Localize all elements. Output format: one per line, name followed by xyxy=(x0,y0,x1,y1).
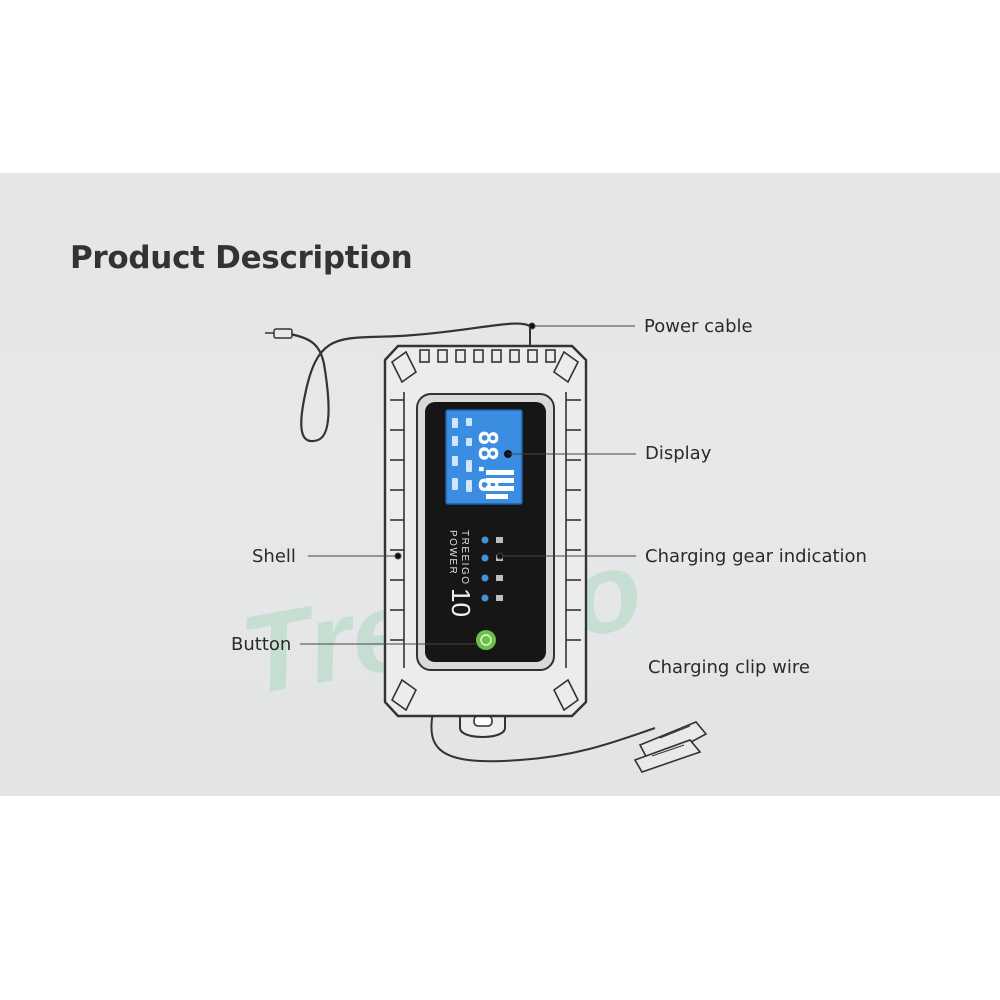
brand-subline: POWER xyxy=(447,530,458,575)
brand-name: TREEIGO xyxy=(459,530,470,586)
shell-label: Shell xyxy=(252,546,296,567)
model-number: 10 xyxy=(446,588,476,617)
clip-wire-label: Charging clip wire xyxy=(648,657,810,678)
charging-gear-label: Charging gear indication xyxy=(645,546,867,567)
button-label: Button xyxy=(231,634,292,655)
lcd-display: 88.8 xyxy=(445,409,523,505)
lcd-digits: 88.8 xyxy=(472,430,502,493)
display-label: Display xyxy=(645,443,712,464)
power-cable xyxy=(265,322,531,443)
power-cable-label: Power cable xyxy=(644,316,753,337)
charging-clip-wire xyxy=(430,711,708,773)
power-button[interactable] xyxy=(476,630,496,650)
page-title: Product Description xyxy=(70,240,413,276)
